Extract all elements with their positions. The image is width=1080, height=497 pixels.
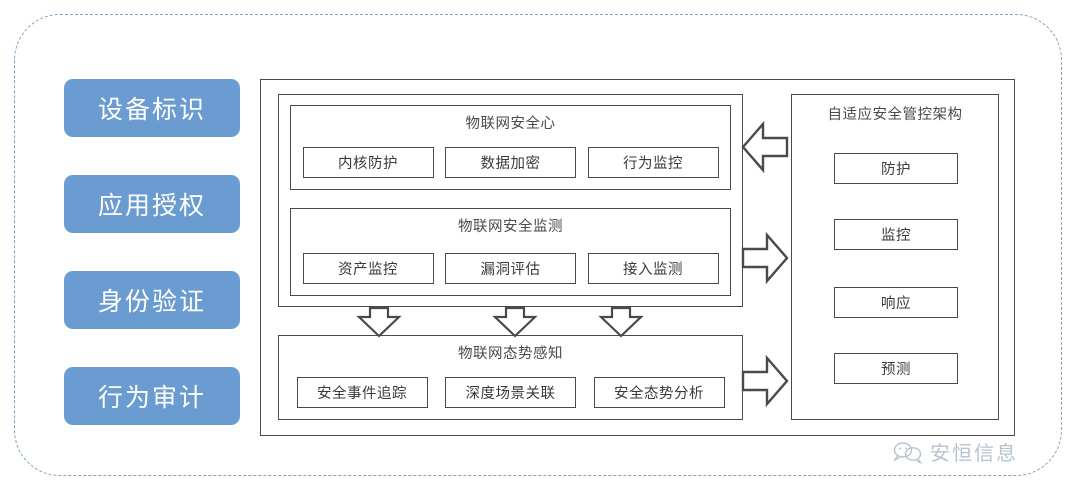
chip-label: 响应	[881, 296, 911, 312]
wechat-bubbles-icon	[893, 440, 923, 464]
outer-dashed-frame	[14, 14, 1062, 476]
pill-identity-verification[interactable]: 身份验证	[64, 271, 240, 329]
chip-label: 安全事件追踪	[317, 386, 407, 402]
chip-security-situation-analysis[interactable]: 安全态势分析	[593, 377, 725, 408]
chip-protection[interactable]: 防护	[834, 153, 958, 184]
panel-title: 自适应安全管控架构	[827, 107, 963, 123]
chip-security-event-tracking[interactable]: 安全事件追踪	[296, 377, 428, 408]
chip-behavior-monitoring[interactable]: 行为监控	[587, 147, 719, 178]
arrow-down-icon	[491, 306, 539, 338]
chip-label: 接入监测	[623, 262, 683, 278]
chip-label: 安全态势分析	[614, 386, 704, 402]
chip-label: 漏洞评估	[480, 262, 541, 278]
chip-row: 内核防护 数据加密 行为监控	[291, 147, 730, 178]
pill-device-identity[interactable]: 设备标识	[64, 79, 240, 137]
chip-prediction[interactable]: 预测	[834, 353, 958, 384]
chip-row: 安全事件追踪 深度场景关联 安全态势分析	[279, 377, 742, 408]
pill-label: 应用授权	[97, 192, 206, 220]
arrow-left-icon	[741, 118, 789, 176]
watermark-label: 安恒信息	[930, 443, 1018, 465]
chip-deep-scenario-correlation[interactable]: 深度场景关联	[445, 377, 576, 408]
chip-label: 资产监控	[338, 262, 398, 278]
chip-kernel-protection[interactable]: 内核防护	[302, 147, 434, 178]
chip-label: 预测	[881, 362, 911, 378]
group-title: 物联网态势感知	[458, 346, 563, 362]
chip-label: 监控	[881, 228, 911, 244]
group-iot-situational-awareness: 物联网态势感知 安全事件追踪 深度场景关联 安全态势分析	[278, 335, 743, 420]
group-iot-security-core: 物联网安全心 内核防护 数据加密 行为监控	[290, 105, 731, 190]
chip-label: 防护	[881, 162, 911, 178]
pill-behavior-audit[interactable]: 行为审计	[64, 367, 240, 425]
pill-app-authorization[interactable]: 应用授权	[64, 175, 240, 233]
chip-label: 行为监控	[623, 156, 683, 172]
chip-label: 深度场景关联	[465, 386, 556, 402]
arrow-down-icon	[597, 306, 645, 338]
panel-adaptive-security-architecture: 自适应安全管控架构 防护 监控 响应 预测	[791, 94, 999, 420]
pill-label: 设备标识	[97, 96, 206, 124]
chip-label: 内核防护	[338, 156, 398, 172]
arrow-right-icon	[741, 352, 789, 410]
chip-vulnerability-assessment[interactable]: 漏洞评估	[445, 253, 576, 284]
chip-label: 数据加密	[480, 156, 541, 172]
group-iot-security-monitoring: 物联网安全监测 资产监控 漏洞评估 接入监测	[290, 208, 731, 296]
chip-asset-monitoring[interactable]: 资产监控	[302, 253, 434, 284]
chip-response[interactable]: 响应	[834, 287, 958, 318]
chip-monitoring[interactable]: 监控	[834, 219, 958, 250]
chip-access-detection[interactable]: 接入监测	[587, 253, 719, 284]
pill-label: 行为审计	[97, 384, 206, 412]
arrow-down-icon	[355, 306, 403, 338]
chip-data-encryption[interactable]: 数据加密	[445, 147, 576, 178]
arrow-right-icon	[741, 229, 789, 287]
group-title: 物联网安全监测	[458, 219, 563, 235]
group-title: 物联网安全心	[465, 116, 556, 132]
watermark: 安恒信息	[893, 437, 1018, 466]
chip-row: 资产监控 漏洞评估 接入监测	[291, 253, 730, 284]
pill-label: 身份验证	[97, 288, 206, 316]
